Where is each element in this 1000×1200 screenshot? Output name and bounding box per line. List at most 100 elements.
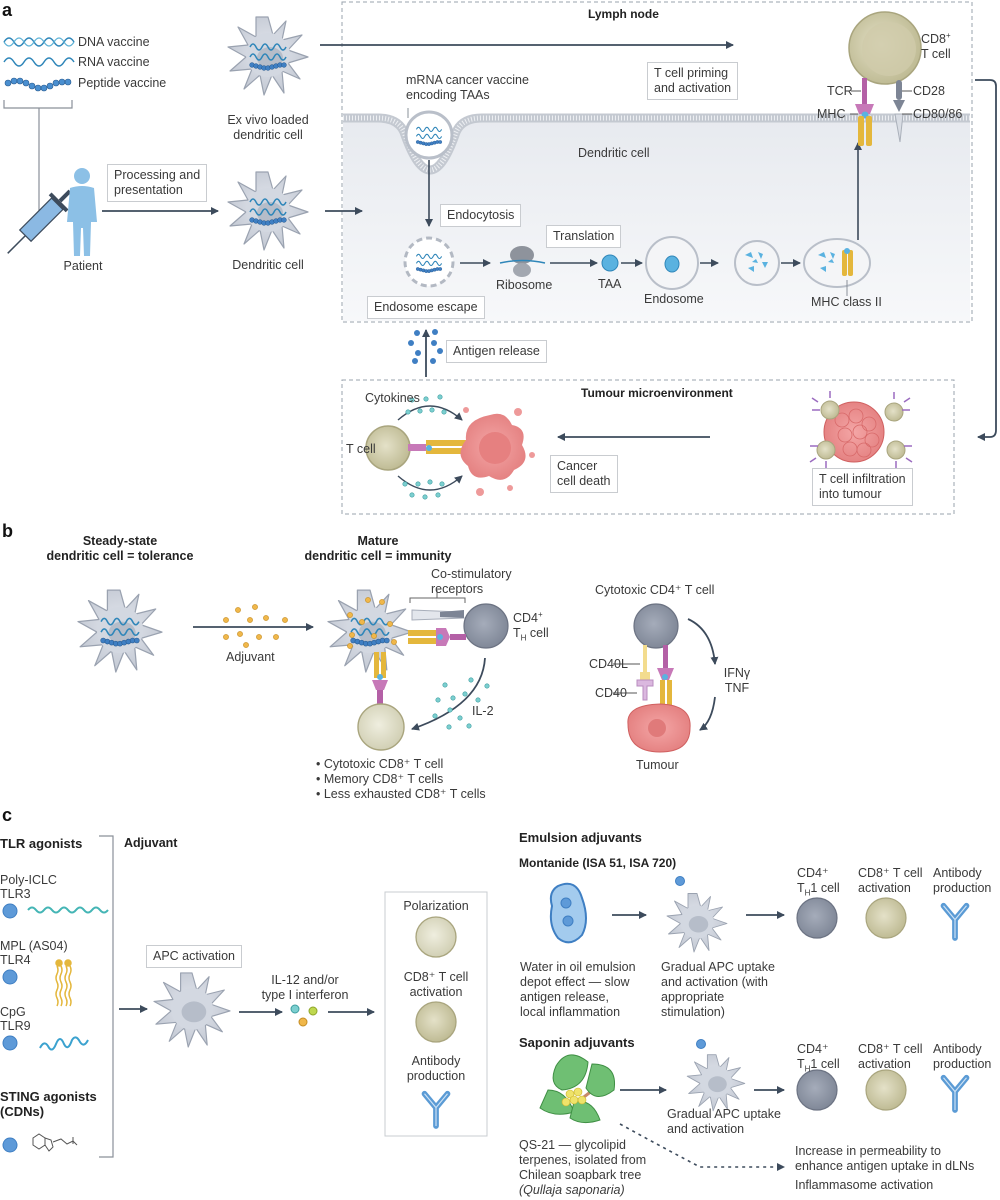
adjuvant-label: Adjuvant bbox=[226, 650, 275, 664]
endosome-label: Endosome bbox=[644, 292, 704, 306]
tlr-item-receptor: TLR9 bbox=[0, 1019, 31, 1033]
outcome-cd8-activation: CD8⁺ T cell activation bbox=[403, 970, 469, 999]
cd28-cd80-complex bbox=[893, 80, 905, 143]
ifn-particle bbox=[308, 1006, 318, 1016]
steady-state-title: Steady-state dendritic cell = tolerance bbox=[46, 534, 194, 563]
co-stimulatory-label: Co-stimulatory receptors bbox=[431, 567, 512, 596]
cytotoxic-cd4-t-cell bbox=[633, 603, 679, 649]
ifng-tnf-label: IFNγ TNF bbox=[723, 666, 751, 695]
infiltrating-t-cells bbox=[816, 400, 906, 460]
mrna-vaccine-label: mRNA cancer vaccine encoding TAAs bbox=[406, 73, 529, 102]
apc-cell bbox=[153, 972, 231, 1048]
cd28-label: CD28 bbox=[913, 84, 945, 98]
tumour-mass bbox=[823, 401, 885, 463]
legend-peptide-vaccine: Peptide vaccine bbox=[78, 76, 167, 90]
sting-ligand-icon bbox=[2, 1137, 18, 1153]
sting-agonists-title: STING agonists (CDNs) bbox=[0, 1089, 97, 1119]
patient-label: Patient bbox=[63, 259, 103, 273]
adjuvant-bracket bbox=[99, 835, 114, 1158]
cd8-outcomes-list: • Cytotoxic CD8⁺ T cell • Memory CD8⁺ T … bbox=[316, 757, 486, 802]
tlr4-ligand-icon bbox=[2, 969, 18, 985]
cd80-86-label: CD80/86 bbox=[913, 107, 963, 121]
tumour-microenvironment-region bbox=[341, 379, 955, 515]
membrane-dc-label: Dendritic cell bbox=[578, 146, 650, 160]
il12-particle bbox=[290, 1004, 300, 1014]
tlr-item-receptor: TLR3 bbox=[0, 887, 31, 901]
dashed-arrow-permeability bbox=[619, 1123, 785, 1171]
tlr-agonists-title: TLR agonists bbox=[0, 836, 83, 851]
emulsion-description: Water in oil emulsion depot effect — slo… bbox=[520, 960, 636, 1019]
saponin-adjuvants-title: Saponin adjuvants bbox=[519, 1035, 635, 1050]
cytotoxic-cd4-label: Cytotoxic CD4⁺ T cell bbox=[595, 583, 715, 597]
tlr-item-name: Poly-ICLC bbox=[0, 873, 57, 887]
th1-cell-icon-emulsion bbox=[796, 897, 838, 939]
taa-label: TAA bbox=[598, 277, 622, 291]
tlr-item-receptor: TLR4 bbox=[0, 953, 31, 967]
t-cell-infiltration-box: T cell infiltration into tumour bbox=[812, 468, 913, 506]
legend-dna-vaccine: DNA vaccine bbox=[78, 35, 150, 49]
endocytosis-box: Endocytosis bbox=[440, 204, 522, 227]
legend-bracket bbox=[3, 100, 73, 212]
emulsion-apc-description: Gradual APC uptake and activation (with … bbox=[661, 960, 775, 1019]
rna-vaccine-icon bbox=[3, 57, 75, 67]
arrow-lymph-to-tumour bbox=[975, 79, 997, 441]
emulsion-adjuvants-title: Emulsion adjuvants bbox=[519, 830, 642, 845]
qs21-description: QS-21 — glycolipid terpenes, isolated fr… bbox=[519, 1138, 647, 1182]
antigen-particles bbox=[408, 329, 443, 364]
mature-dendritic-cell bbox=[327, 589, 413, 673]
polarization-cell-icon bbox=[415, 916, 457, 958]
il12-ifn-label: IL-12 and/or type I interferon bbox=[261, 973, 349, 1002]
antigen-release-box: Antigen release bbox=[446, 340, 547, 363]
tcr-label: TCR bbox=[827, 84, 853, 98]
taa-icon bbox=[601, 254, 619, 272]
saponin-apc-icon bbox=[686, 1054, 746, 1112]
permeability-text: Increase in permeability to enhance anti… bbox=[795, 1144, 975, 1173]
ribosome-icon bbox=[499, 246, 546, 277]
digested-antigen-endosome bbox=[734, 240, 780, 286]
dendritic-cell-label: Dendritic cell bbox=[232, 258, 304, 272]
cd40-label: CD40 bbox=[595, 686, 627, 700]
t-cell-priming-box: T cell priming and activation bbox=[647, 62, 739, 100]
th1-cell-label-saponin: CD4⁺TH1 cell bbox=[797, 1042, 840, 1074]
tlr-item-name: CpG bbox=[0, 1005, 26, 1019]
cpg-icon bbox=[39, 1036, 89, 1051]
steady-state-dendritic-cell bbox=[77, 589, 163, 673]
peptide-vaccine-icon bbox=[4, 77, 72, 92]
th1-cell-label-emulsion: CD4⁺TH1 cell bbox=[797, 866, 840, 898]
cd8-t-cell-label: CD8+T cell bbox=[921, 30, 951, 61]
il2-label: IL-2 bbox=[472, 704, 494, 718]
syringe-icon bbox=[7, 189, 72, 254]
adjuvant-particles bbox=[223, 604, 288, 648]
antibody-icon-emulsion bbox=[944, 906, 967, 938]
tlr3-ligand-icon bbox=[2, 903, 18, 919]
tlr9-ligand-icon bbox=[2, 1035, 18, 1051]
cytokine-particle bbox=[298, 1017, 308, 1027]
endosome-icon bbox=[645, 236, 699, 290]
inflammasome-text: Inflammasome activation bbox=[795, 1178, 934, 1192]
ribosome-label: Ribosome bbox=[496, 278, 553, 292]
cd8-activation-label-emulsion: CD8⁺ T cell activation bbox=[858, 866, 923, 895]
lymph-node-region bbox=[341, 1, 973, 323]
outcome-item: • Less exhausted CD8⁺ T cells bbox=[316, 787, 486, 801]
mhc-label: MHC bbox=[817, 107, 846, 121]
outcome-polarization: Polarization bbox=[403, 899, 469, 913]
translation-box: Translation bbox=[546, 225, 622, 248]
endosome-escape-vesicle bbox=[403, 236, 455, 288]
cancer-cell-death-box: Cancer cell death bbox=[550, 455, 618, 493]
ex-vivo-dc-label: Ex vivo loaded dendritic cell bbox=[227, 113, 309, 142]
tlr-item-name: MPL (AS04) bbox=[0, 939, 68, 953]
montanide-label: Montanide (ISA 51, ISA 720) bbox=[519, 856, 677, 870]
panel-label-c: c bbox=[2, 805, 13, 825]
cd8-activation-label-saponin: CD8⁺ T cell activation bbox=[858, 1042, 923, 1071]
tumour-microenvironment-title: Tumour microenvironment bbox=[581, 386, 733, 400]
poly-iclc-icon bbox=[27, 906, 109, 914]
th1-cell-icon-saponin bbox=[796, 1069, 838, 1111]
arrow-il2 bbox=[411, 657, 486, 731]
il2-particles bbox=[432, 677, 490, 730]
cd8-cell-icon-saponin bbox=[865, 1069, 907, 1111]
lymph-node-title: Lymph node bbox=[588, 7, 659, 21]
endosome-escape-box: Endosome escape bbox=[367, 296, 485, 319]
processing-presentation-box: Processing and presentation bbox=[107, 164, 208, 202]
adjuvant-title: Adjuvant bbox=[124, 836, 178, 850]
